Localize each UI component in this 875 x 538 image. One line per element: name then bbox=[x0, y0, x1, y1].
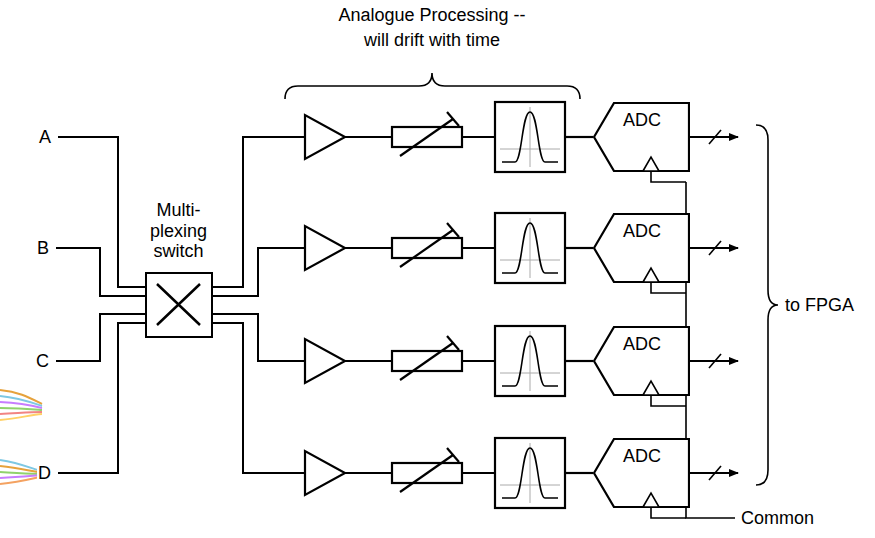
signal-name: C bbox=[35, 349, 50, 373]
adc-label: ADC bbox=[623, 108, 661, 132]
clock-input bbox=[643, 157, 659, 171]
clock-input bbox=[643, 268, 659, 282]
adc-block: ADC bbox=[593, 102, 690, 172]
analogue-chain bbox=[305, 213, 738, 293]
clock-input bbox=[643, 381, 659, 395]
adc-pentagon bbox=[594, 214, 689, 282]
clock-label: Common bbox=[740, 506, 815, 530]
adc-label: ADC bbox=[623, 444, 661, 468]
switch-label: Multi- plexing switch bbox=[134, 200, 224, 262]
clock-bus bbox=[686, 182, 735, 518]
adc-pentagon bbox=[594, 439, 689, 507]
adc-label: ADC bbox=[623, 332, 661, 356]
top-brace bbox=[285, 73, 580, 99]
adc-pentagon bbox=[594, 103, 689, 171]
adc-pentagon bbox=[594, 327, 689, 395]
multiplexing-switch: Multi- plexing switch bbox=[145, 272, 213, 338]
switch-cross-lines bbox=[157, 284, 200, 325]
signal-name: A bbox=[38, 125, 52, 149]
output-wires bbox=[213, 137, 305, 473]
adc-block: ADC bbox=[593, 326, 690, 396]
switch-cross bbox=[147, 274, 210, 335]
clock-input bbox=[643, 493, 659, 507]
output-label: to FPGA bbox=[784, 293, 855, 317]
adc-block: ADC bbox=[593, 213, 690, 283]
signal-name: D bbox=[37, 461, 52, 485]
adc-label: ADC bbox=[623, 219, 661, 243]
signal-name: B bbox=[36, 236, 50, 260]
adc-block: ADC bbox=[593, 438, 690, 508]
analogue-chain bbox=[305, 102, 738, 182]
analogue-chain bbox=[305, 438, 738, 518]
right-brace bbox=[756, 125, 778, 485]
input-wires bbox=[56, 137, 145, 473]
annotation: Analogue Processing -- will drift with t… bbox=[337, 3, 527, 53]
analogue-chain bbox=[305, 326, 738, 406]
